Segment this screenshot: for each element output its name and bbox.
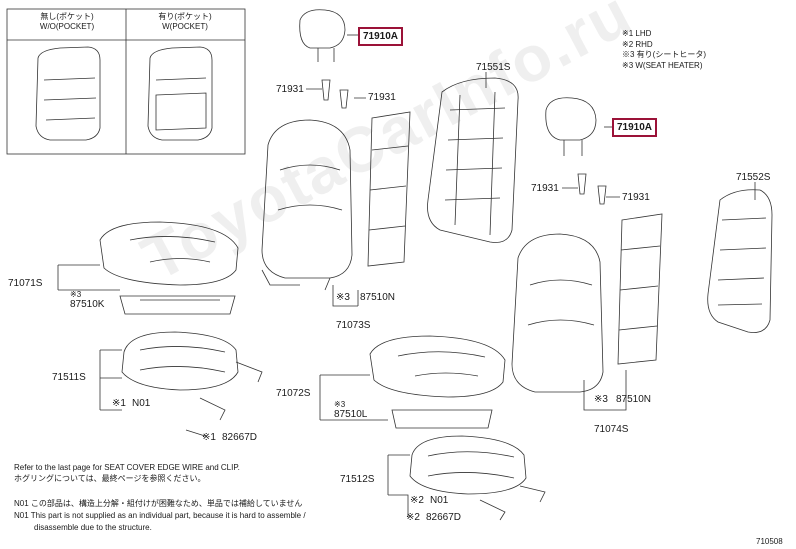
- legend: ※1 LHD ※2 RHD ※3 有り(シートヒータ) ※3 W(SEAT HE…: [622, 29, 706, 71]
- inset-left-title-jp: 無し(ポケット): [40, 12, 94, 21]
- cushion-1: [99, 221, 239, 286]
- note-line-4: N01 This part is not supplied as an indi…: [14, 511, 306, 520]
- part-label-back-frame-1[interactable]: 71551S: [476, 62, 511, 73]
- note-line-1: Refer to the last page for SEAT COVER ED…: [14, 463, 240, 472]
- legend-item: ※3 W(SEAT HEATER): [622, 60, 703, 70]
- figure-id: 710508: [756, 537, 783, 546]
- part-label-n01-1[interactable]: N01: [132, 398, 151, 409]
- part-label-clip-1[interactable]: 82667D: [222, 432, 258, 443]
- back-frame-1: [427, 77, 519, 243]
- part-label-guide-1a[interactable]: 71931: [276, 84, 304, 95]
- part-mark-n01-2: ※2: [410, 495, 424, 506]
- frame-2: [409, 435, 527, 495]
- headrest-1: [299, 9, 346, 49]
- frame-1: [121, 331, 239, 391]
- part-label-n01-2[interactable]: N01: [430, 495, 449, 506]
- part-label-back-pad-1[interactable]: 87510N: [360, 292, 396, 303]
- inset-left-title-en: W/O(POCKET): [39, 22, 95, 31]
- part-label-guide-2b[interactable]: 71931: [622, 192, 650, 203]
- part-mark-cushion-pad-2: ※3: [334, 400, 346, 409]
- part-label-cushion-pad-1[interactable]: 87510K: [70, 299, 105, 310]
- part-mark-n01-1: ※1: [112, 398, 126, 409]
- part-label-back-pad-2[interactable]: 87510N: [616, 394, 652, 405]
- back-frame-2: [707, 189, 773, 333]
- part-mark-clip-2: ※2: [406, 512, 420, 523]
- part-mark-cushion-pad-1: ※3: [70, 290, 82, 299]
- cushion-2: [369, 335, 506, 398]
- inset-right-title-en: W(POCKET): [162, 22, 208, 31]
- part-label-cushion-2[interactable]: 71072S: [276, 388, 311, 399]
- part-label-guide-2a[interactable]: 71931: [531, 183, 559, 194]
- note-line-5: disassemble due to the structure.: [34, 523, 152, 532]
- legend-item: ※1 LHD: [622, 29, 652, 38]
- part-label-cushion-pad-2[interactable]: 87510L: [334, 409, 368, 420]
- inset-left-title: 無し(ポケット) W/O(POCKET): [10, 12, 124, 32]
- inset-right-title: 有り(ポケット) W(POCKET): [128, 12, 242, 32]
- inset-right-title-jp: 有り(ポケット): [158, 12, 212, 21]
- legend-item: ※3 有り(シートヒータ): [622, 50, 706, 59]
- back-pad-2: [511, 233, 604, 393]
- headrest-2: [545, 97, 597, 141]
- part-mark-back-pad-2: ※3: [594, 394, 608, 405]
- part-mark-clip-1: ※1: [202, 432, 216, 443]
- part-label-clip-2[interactable]: 82667D: [426, 512, 462, 523]
- part-label-frame-1[interactable]: 71511S: [52, 372, 86, 383]
- back-pad-1: [261, 119, 353, 279]
- part-label-frame-2[interactable]: 71512S: [340, 474, 375, 485]
- part-link-headrest-2[interactable]: 71910A: [612, 118, 658, 137]
- part-label-back-assy-1[interactable]: 71073S: [336, 320, 371, 331]
- part-label-cushion-1[interactable]: 71071S: [8, 278, 43, 289]
- note-line-2: ホグリングについては、最終ページを参照ください。: [14, 474, 206, 483]
- part-label-back-frame-2[interactable]: 71552S: [736, 172, 771, 183]
- part-link-headrest-1[interactable]: 71910A: [358, 27, 404, 46]
- part-label-back-assy-2[interactable]: 71074S: [594, 424, 629, 435]
- part-mark-back-pad-1: ※3: [336, 292, 350, 303]
- part-label-guide-1b[interactable]: 71931: [368, 92, 396, 103]
- legend-item: ※2 RHD: [622, 39, 653, 49]
- note-line-3: N01 この部品は、構造上分解・組付けが困難なため、単品では補給していません: [14, 499, 303, 508]
